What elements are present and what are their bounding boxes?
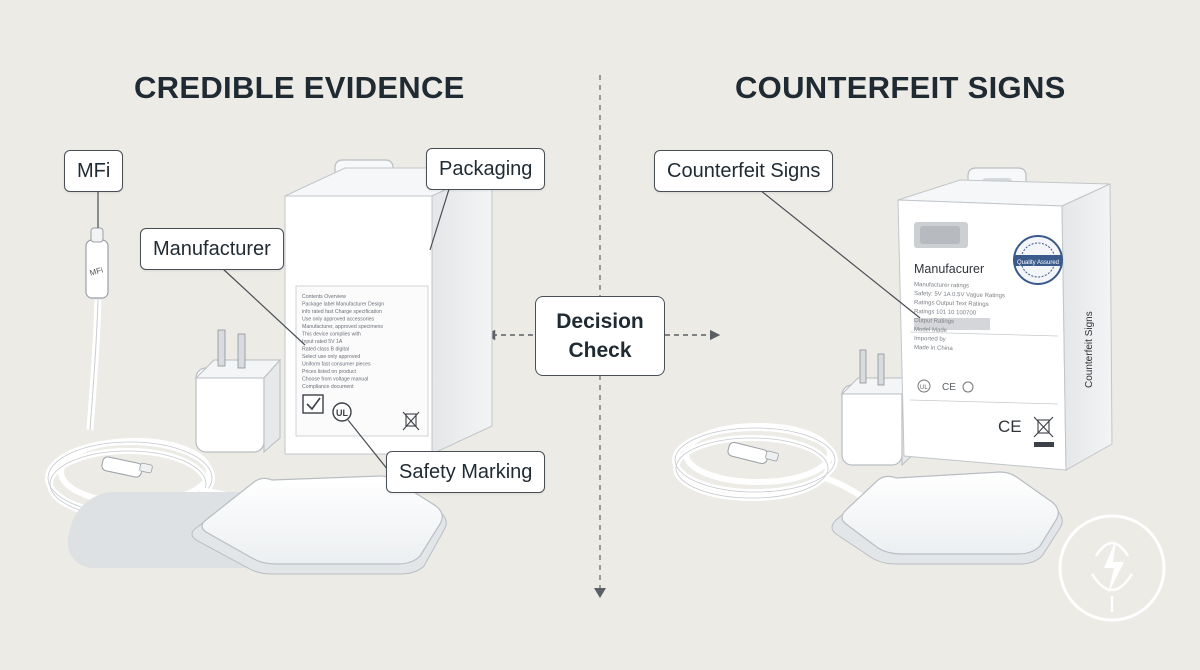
svg-text:UL: UL <box>336 408 348 418</box>
fine-print-line: Model Made <box>914 327 948 334</box>
mfi-connector-mark: MFi <box>89 265 104 277</box>
ul-mark-right: UL <box>920 385 928 391</box>
power-adapter-left <box>194 329 282 454</box>
ce-mark-small: CE <box>942 382 956 393</box>
fine-print-line: Package label Manufacturer Design <box>302 302 384 308</box>
decision-line-2: Check <box>568 339 632 362</box>
fine-print-line: Ratings Output Text Ratings <box>914 300 989 308</box>
fine-print-line: Use only approved accessories <box>302 317 374 323</box>
safety-marking-leader <box>347 419 389 471</box>
fine-print-line: Uniform fast consumer pieces <box>302 362 371 368</box>
fine-print-line: Manufacturer ratings <box>914 282 969 289</box>
fake-seal-text: Quality Assured <box>1017 260 1059 266</box>
packaging-box-right <box>897 167 1113 471</box>
mfi-label: MFi <box>64 150 124 192</box>
packaging-label: Packaging <box>426 148 546 190</box>
wireless-pad-right <box>831 471 1063 565</box>
fine-print-line: Input rated 5V 1A <box>302 339 343 345</box>
counterfeit-signs-leader <box>759 189 921 319</box>
credible-evidence-heading: CREDIBLE EVIDENCE <box>134 70 465 105</box>
fake-maker-text: Manufacurer <box>914 262 984 276</box>
box-side-text: Counterfeit Signs <box>1084 311 1095 388</box>
ce-mark-large: CE <box>998 417 1022 436</box>
fine-print-line: Made in China <box>914 345 953 352</box>
decision-check-box: Decision Check <box>535 296 665 376</box>
fine-print-line: Safety: 5V 1A 0.5V Vague Ratings <box>914 291 1005 299</box>
checkmark-mark <box>302 394 324 414</box>
fine-print-line: Imported by <box>914 336 946 343</box>
wireless-pad-left <box>67 475 447 575</box>
lightning-logo-icon <box>1058 514 1166 622</box>
fine-print-line: info rated fast Charge specification <box>302 309 382 315</box>
fine-print-line: Ratings 101 10 100700 <box>914 309 977 317</box>
decision-line-1: Decision <box>556 310 644 333</box>
fine-print-line: Output Ratings <box>914 318 954 325</box>
ul-mark-left <box>332 402 352 422</box>
counterfeit-signs-heading: COUNTERFEIT SIGNS <box>735 70 1066 105</box>
manufacturer-leader <box>221 267 306 346</box>
counterfeit-signs-label: Counterfeit Signs <box>654 150 834 192</box>
fine-print-line: Prices listed on product <box>302 369 356 375</box>
safety-marking-label: Safety Marking <box>386 451 546 493</box>
divider-arrow-down <box>594 588 606 598</box>
manufacturer-label: Manufacturer <box>140 228 284 270</box>
weee-bin-left <box>402 411 420 431</box>
fine-print-line: Compliance document <box>302 384 354 390</box>
fine-print-line: Manufacturer, approved specimens <box>302 324 383 330</box>
fine-print-line: This device complies with <box>302 332 361 338</box>
fine-print-line: Select use only approved <box>302 354 360 360</box>
fine-print-line: Choose from voltage manual <box>302 377 368 383</box>
fine-print-line: Contents Overview <box>302 294 346 300</box>
fine-print-line: Rated class B digital <box>302 347 349 353</box>
packaging-leader <box>429 185 451 251</box>
